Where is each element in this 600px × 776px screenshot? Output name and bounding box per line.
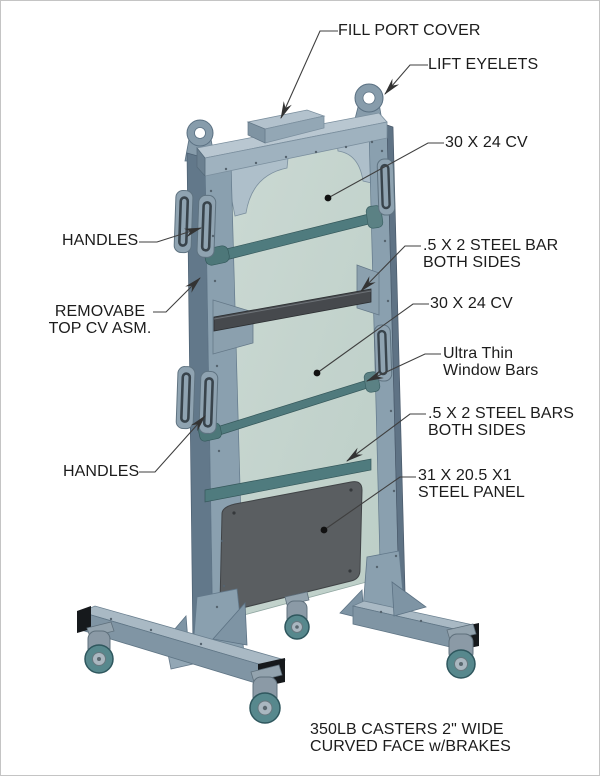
- label-cv-top: 30 X 24 CV: [445, 134, 528, 151]
- leader-steel-bars-lower: [346, 413, 426, 462]
- label-steel-bar-upper: .5 X 2 STEEL BAR BOTH SIDES: [423, 237, 559, 271]
- leader-cv-mid: [316, 303, 429, 374]
- label-casters-caption: 350LB CASTERS 2" WIDE CURVED FACE w/BRAK…: [310, 721, 511, 755]
- caster-rear-right: [284, 591, 310, 640]
- end-cap: [77, 606, 91, 633]
- leader-steel-panel: [323, 476, 416, 531]
- handle-mid-right: [373, 324, 393, 382]
- label-ultra-thin-window-bars: Ultra Thin Window Bars: [443, 345, 539, 379]
- leader-dot: [324, 194, 332, 202]
- leader-dot: [320, 526, 328, 534]
- leader-lift-eyelets: [384, 64, 428, 95]
- leader-lines: [139, 30, 444, 534]
- label-handles-upper: HANDLES: [62, 232, 139, 249]
- window-bar-bottom: [204, 458, 372, 503]
- right-wing-gusset-2: [391, 581, 427, 617]
- label-fill-port-cover: FILL PORT COVER: [338, 22, 481, 39]
- label-handles-lower: HANDLES: [63, 463, 140, 480]
- leader-steel-bar-upper: [360, 245, 421, 292]
- base-assembly: [77, 550, 480, 724]
- screw-dots: [109, 140, 423, 646]
- leader-handles-lower: [139, 415, 206, 473]
- fill-port-cover: [246, 109, 326, 144]
- leader-dot: [313, 369, 321, 377]
- leader-cv-top: [327, 142, 444, 199]
- left-wing-gusset-2: [212, 602, 248, 646]
- leader-removable-top-cv: [153, 277, 201, 313]
- label-removable-top-cv: REMOVABE TOP CV ASM.: [48, 303, 152, 337]
- leader-handles-upper: [139, 227, 203, 243]
- label-lift-eyelets: LIFT EYELETS: [428, 56, 539, 73]
- handle-upper-right: [376, 158, 396, 216]
- leader-ultra-thin: [366, 353, 441, 382]
- leader-fill-port-cover: [280, 30, 338, 120]
- caster-front-right: [446, 623, 477, 679]
- caster-rear-left: [84, 621, 115, 674]
- caster-front-left: [249, 664, 283, 724]
- label-steel-panel: 31 X 20.5 X1 STEEL PANEL: [418, 467, 525, 501]
- label-steel-bars-lower: .5 X 2 STEEL BARS BOTH SIDES: [428, 405, 575, 439]
- label-cv-mid: 30 X 24 CV: [430, 295, 513, 312]
